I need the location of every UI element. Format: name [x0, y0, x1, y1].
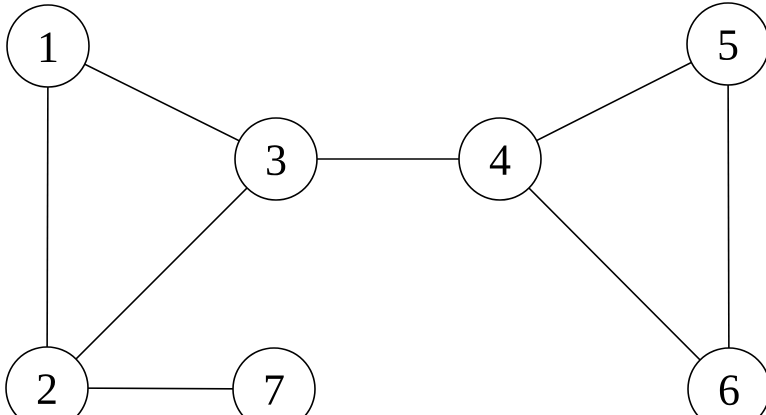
node-label-2: 2 [36, 364, 58, 413]
edge-4-6 [499, 158, 730, 390]
node-circle-3 [234, 117, 318, 201]
node-label-6: 6 [718, 365, 740, 414]
edge-4-5 [499, 43, 729, 160]
graph-node-2: 2 [5, 346, 89, 415]
node-circle-2 [5, 346, 89, 415]
graph-node-5: 5 [686, 2, 766, 86]
node-label-5: 5 [717, 20, 739, 69]
node-circle-6 [687, 347, 766, 415]
edge-2-3 [46, 158, 277, 389]
node-circle-7 [232, 347, 316, 415]
node-circle-5 [686, 2, 766, 86]
graph-node-3: 3 [234, 117, 318, 201]
node-label-4: 4 [489, 135, 511, 184]
node-label-1: 1 [37, 22, 59, 71]
node-label-7: 7 [263, 365, 285, 414]
graph-node-6: 6 [687, 347, 766, 415]
edge-5-6 [727, 43, 730, 390]
node-circle-1 [6, 4, 90, 88]
edge-1-2 [46, 45, 49, 389]
node-circle-4 [458, 117, 542, 201]
node-label-3: 3 [265, 135, 287, 184]
graph-node-7: 7 [232, 347, 316, 415]
graph-node-1: 1 [6, 4, 90, 88]
graph-node-4: 4 [458, 117, 542, 201]
edge-1-3 [47, 45, 277, 160]
